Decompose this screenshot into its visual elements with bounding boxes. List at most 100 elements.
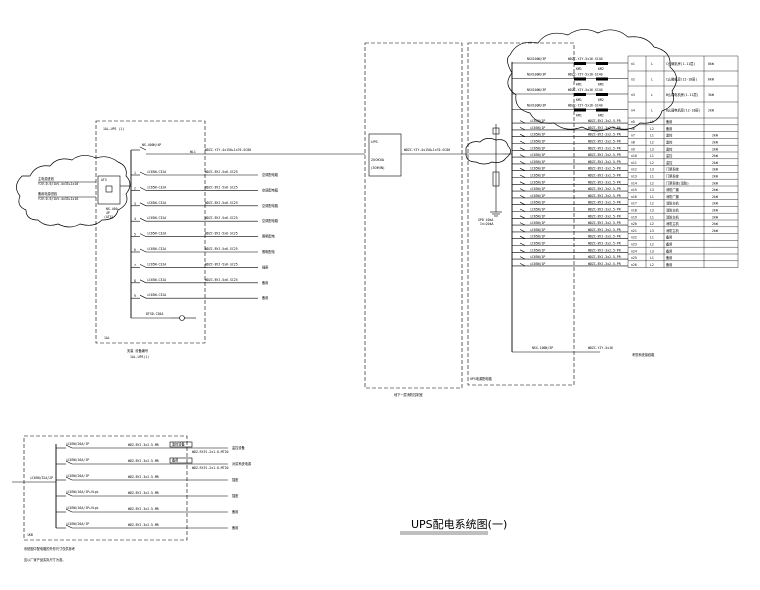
branch-breaker: iC65N-C32A: [147, 170, 166, 174]
row-desc: 备用: [666, 235, 672, 240]
row-no: n26: [631, 263, 637, 267]
top-breaker: NSX100N/3P: [527, 104, 546, 108]
row-power: 2kW: [712, 168, 718, 172]
row-desc: 门禁系统(消防): [666, 180, 689, 185]
row-cable: WDZC-BYJ-3x2.5-PR: [588, 248, 621, 252]
contactor-label: KM1: [576, 83, 582, 87]
branch-breaker-icon: [519, 256, 526, 260]
last-dest: 考勤系统接线箱: [632, 352, 655, 357]
ups-out-cable: WDZC-YJY-4x150+1x70-SC80: [404, 148, 450, 152]
row-power: 2kW: [712, 181, 718, 185]
ups-room-frame: [364, 42, 463, 389]
row-desc: 监控: [666, 160, 673, 165]
svg-text:NS-400: NS-400: [106, 207, 118, 211]
top-breaker: NSX100N/3P: [527, 88, 546, 92]
branch-cable: WDZC-BYJ-5x6-SC25: [205, 170, 238, 174]
branch-breaker-icon: [65, 476, 73, 481]
bottom-breaker: iC65N/16A/1P+Vigi: [66, 506, 99, 510]
row-power: 6kW: [708, 78, 714, 82]
bottom-cable: WDZ-BYJ-3x2.5-MR: [128, 491, 159, 495]
row-desc: 消防广播: [666, 187, 680, 192]
branch-breaker-icon: [519, 127, 526, 131]
row-power: 8kW: [708, 62, 714, 66]
branch-cable: WDZC-BYJ-5x6-SC25: [205, 201, 238, 205]
row-no: n19: [631, 215, 637, 219]
last-breaker: NSX-100N/3P: [532, 346, 553, 350]
row-phase: L1: [650, 175, 654, 179]
drawing-title-block: UPS配电系统图(一): [400, 518, 507, 535]
row-breaker: iC65N/1P: [530, 228, 545, 232]
row-desc: C幺微机房(1-11层): [666, 61, 695, 66]
row-cable: WDZC-BYJ-3x2.5-PR: [588, 201, 621, 205]
bus-revision-cloud: [465, 138, 511, 165]
bottom-extra: WDZ-RYJS-2x1.0-MT20: [192, 450, 229, 454]
row-cable: WDZC-BYJ-3x2.5-PR: [588, 180, 621, 184]
row-breaker: iC65N/1P: [530, 133, 545, 137]
branch-breaker: iC65N-C32A: [147, 201, 166, 205]
row-phase: L1: [650, 154, 654, 158]
bottom-dest: 备用: [232, 525, 238, 530]
row-cable: WDZC-BYJ-3x2.5-PR: [588, 194, 621, 198]
row-phase: L3: [650, 249, 654, 253]
row-phase: L1: [650, 134, 654, 138]
bottom-breaker: iC65N/20A/1P: [66, 522, 89, 526]
branch-dest: 空调配电箱: [262, 187, 279, 192]
top-cable: WDZC-YJY-5x16-SC40: [568, 88, 603, 92]
bottom-tag: 备用: [172, 458, 178, 463]
row-desc: B幺弱电机房(1-11层): [666, 92, 699, 97]
row-cable: WDZC-BYJ-3x2.5-PR: [588, 146, 621, 150]
branch-cable: WDZC-BYJ-5x6-SC25: [205, 247, 238, 251]
row-breaker: iC65N/1P: [530, 255, 545, 259]
branch-breaker: iC65N-C32A: [147, 216, 166, 220]
top-cable: WDZC-YJY-5x16-SC40: [568, 73, 603, 77]
branch-breaker-icon: [139, 279, 147, 284]
branch-cable: WDZC-BYJ-5x6-SC25: [205, 216, 238, 220]
bottom-dest: 备用: [232, 509, 238, 514]
row-breaker: iC65N/1P: [530, 214, 545, 218]
row-phase: L: [651, 78, 653, 82]
row-breaker: iC65N/1P: [530, 242, 545, 246]
row-breaker: iC65N/1P: [530, 208, 545, 212]
row-no: n15: [631, 188, 637, 192]
contactor-icon: [596, 62, 608, 65]
last-cable: WDZC-YJY-5x16: [588, 346, 613, 350]
branch-cable: WDZC-BYJ-5x6-SC25: [205, 185, 238, 189]
right-panel-footer: UPS电源配电箱: [470, 376, 493, 381]
branch-breaker-icon: [519, 140, 526, 144]
branch-dest: 空调配电箱: [262, 172, 279, 177]
row-phase: L1: [650, 120, 654, 124]
row-no: n13: [631, 175, 637, 179]
branch-breaker-icon: [65, 460, 73, 465]
row-breaker: iC65N/1P: [530, 167, 545, 171]
row-desc: 备用: [666, 242, 672, 247]
row-no: n2: [631, 78, 635, 82]
row-cable: WDZC-BYJ-3x2.5-PR: [588, 255, 621, 259]
branch-breaker: iC65N-C32A: [147, 185, 166, 189]
branch-breaker-icon: [519, 133, 526, 137]
row-no: n16: [631, 195, 637, 199]
bottom-dest: 插座: [232, 477, 239, 482]
row-desc: 监控: [666, 133, 673, 138]
row-no: n14: [631, 181, 637, 185]
row-phase: L3: [650, 229, 654, 233]
row-phase: L1: [650, 236, 654, 240]
row-cable: WDZC-BYJ-3x2.5-PR: [588, 119, 621, 123]
branch-dest: 照明配电: [262, 249, 276, 254]
row-phase: L3: [650, 188, 654, 192]
row-cable: WDZC-BYJ-3x2.5-PR: [588, 221, 621, 225]
bottom-tag-box: [169, 441, 193, 448]
branch-breaker-icon: [139, 202, 147, 207]
row-breaker: iC65N/1P: [530, 194, 545, 198]
row-no: n24: [631, 249, 637, 253]
row-desc: 监控: [666, 146, 673, 151]
row-no: n7: [631, 134, 635, 138]
meter-icon: [179, 315, 185, 321]
branch-breaker: iC65N-C32A: [147, 278, 166, 282]
row-phase: L3: [650, 209, 654, 213]
branch-breaker-icon: [139, 233, 147, 237]
row-desc: 消防主机: [666, 208, 680, 213]
